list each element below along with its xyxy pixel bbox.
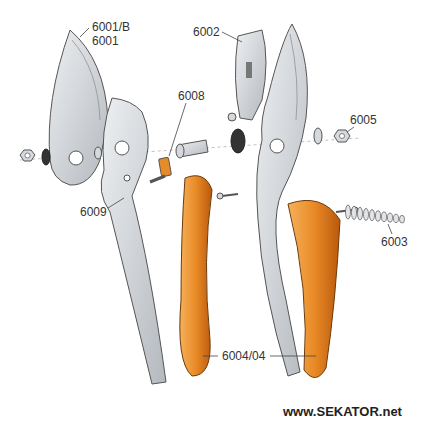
lower-handle-frame (101, 98, 166, 384)
leader-line (347, 127, 354, 132)
leader-lines (80, 28, 392, 356)
spring-coil (388, 213, 393, 222)
handle-grip (180, 176, 212, 376)
part-number: 6002 (193, 26, 220, 39)
nut (20, 150, 35, 161)
pivot-hole (270, 139, 284, 153)
leader-line (203, 356, 218, 357)
leader-line (108, 198, 124, 208)
counter-blade (235, 30, 266, 120)
grip-screw (222, 194, 238, 196)
part-number: 6008 (178, 90, 205, 103)
spring-coil (394, 214, 399, 222)
part-number: 6004/04 (222, 350, 265, 363)
leader-line (222, 32, 242, 42)
spring (346, 205, 405, 223)
catch-pin (150, 176, 165, 182)
washer (95, 147, 102, 159)
catch-sleeve (159, 157, 172, 176)
bolt-head (176, 144, 184, 158)
spring-coil (358, 207, 363, 220)
spring-coil (400, 215, 405, 223)
washer (314, 128, 322, 144)
spring-coil (370, 210, 375, 221)
nut-hole (25, 153, 30, 158)
nut-hole (340, 134, 345, 139)
leader-line (270, 356, 316, 357)
part-number: 6009 (80, 206, 107, 219)
spring-coil (364, 208, 369, 220)
leader-line (169, 103, 186, 156)
leader-line (388, 224, 392, 234)
blade-slot (246, 62, 252, 78)
spring-coil (352, 206, 357, 219)
part-number: 6001/B (92, 21, 130, 34)
screw-head (217, 193, 223, 199)
spring-coil (382, 212, 387, 222)
small-hole (124, 175, 130, 181)
washer (42, 149, 50, 165)
cutting-blade (49, 30, 108, 185)
part-number: 6003 (381, 236, 408, 249)
part-number: 6001 (92, 35, 119, 48)
part-number: 6005 (350, 114, 377, 127)
watermark: www.SEKATOR.net (283, 405, 402, 419)
frame-edge (290, 34, 297, 120)
spring-coil (376, 211, 381, 222)
blade-edge (72, 40, 100, 120)
leader-line (80, 28, 89, 37)
blade-hole (69, 151, 83, 165)
handle-grip (288, 200, 340, 377)
pivot-hole (115, 141, 129, 155)
blade-screw (228, 113, 236, 121)
spring-coil (346, 205, 351, 219)
washer (231, 129, 245, 153)
upper-handle-frame (257, 24, 308, 376)
